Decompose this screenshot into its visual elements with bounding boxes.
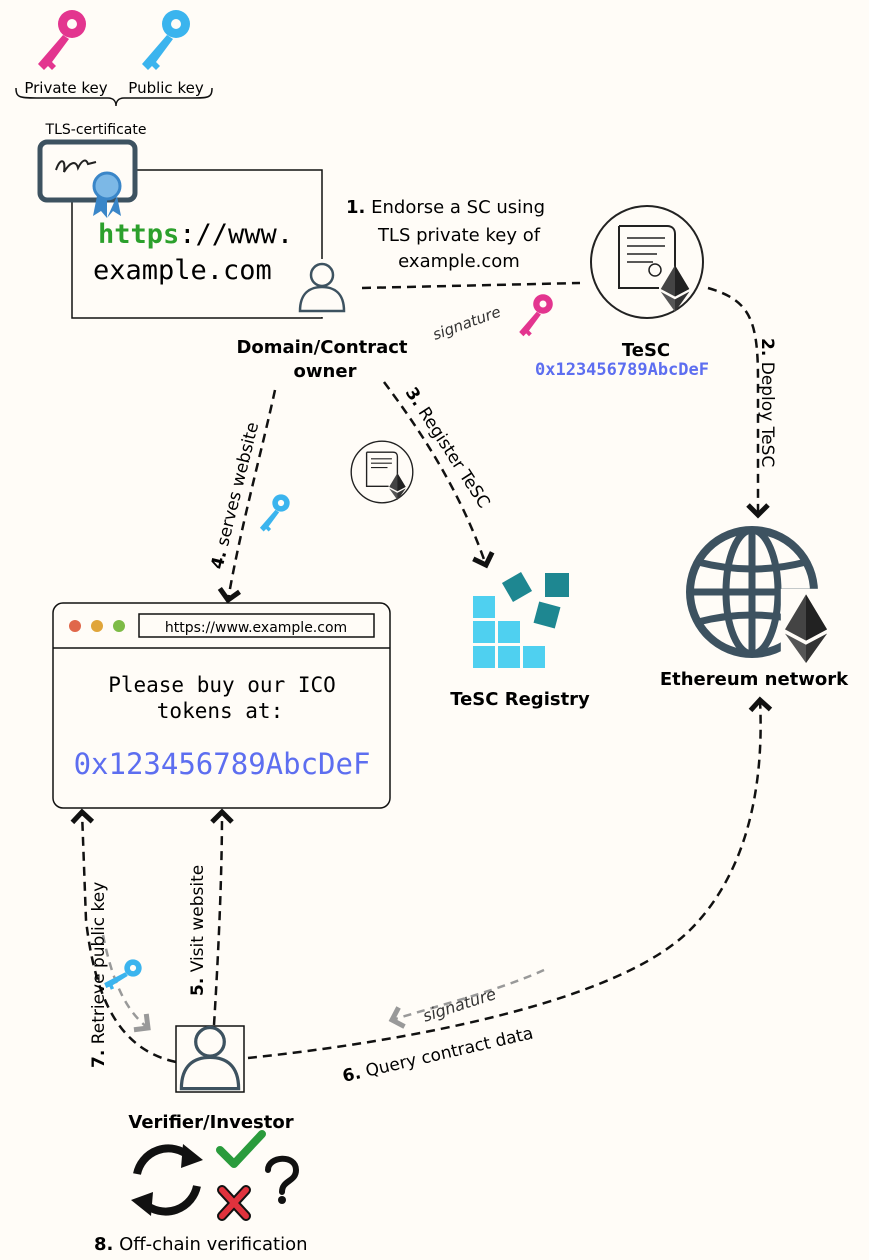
browser-line1: Please buy our ICO — [108, 673, 336, 697]
step7-arrow — [70, 808, 177, 1064]
step7-text: Retrieve public key — [89, 882, 109, 1045]
check-icon — [216, 1130, 266, 1168]
public-key-icon — [142, 10, 190, 70]
certificate-label: TLS-certificate — [45, 122, 147, 138]
url-scheme: https — [98, 219, 179, 250]
browser-maximize-dot — [113, 620, 125, 632]
step8-text: Off-chain verification — [119, 1234, 307, 1255]
step1-line1: 1. Endorse a SC using — [346, 197, 545, 218]
step2-number: 2. — [757, 338, 777, 356]
cross-icon — [217, 1185, 251, 1221]
step4-label: 4. serves website — [207, 420, 263, 571]
step5-number: 5. — [188, 978, 208, 996]
retrieve-public-key-icon — [102, 952, 145, 998]
step7-number: 7. — [89, 1050, 109, 1068]
step2-label: 2. Deploy TeSC — [757, 338, 777, 467]
small-contract-icon — [350, 440, 414, 504]
sync-icon — [131, 1144, 203, 1216]
browser-address: 0x123456789AbcDeF — [74, 747, 371, 781]
step2-text: Deploy TeSC — [757, 362, 777, 468]
step3-text: Register TeSC — [414, 404, 494, 512]
signature-return-arrow — [388, 968, 545, 1029]
public-key-label: Public key — [128, 79, 204, 97]
step7-label: 7. Retrieve public key — [89, 882, 109, 1068]
step1-connector — [361, 281, 581, 290]
certificate-icon — [37, 139, 138, 218]
step4-text: serves website — [213, 420, 263, 548]
contract-icon — [590, 205, 704, 319]
step1-text: Endorse a SC using — [371, 197, 545, 218]
step4-arrow — [217, 389, 277, 604]
step5-text: Visit website — [188, 865, 208, 973]
registry-icon — [473, 571, 569, 668]
owner-label-line1: Domain/Contract — [236, 337, 407, 358]
browser-url: https://www.example.com — [165, 620, 347, 636]
owner-label-line2: owner — [294, 361, 357, 382]
step1-number: 1. — [346, 197, 365, 218]
step8-number: 8. — [94, 1234, 113, 1255]
ethereum-label: Ethereum network — [660, 669, 849, 690]
browser-close-dot — [69, 620, 81, 632]
verifier-label: Verifier/Investor — [128, 1112, 293, 1133]
step8-label: 8. Off-chain verification — [94, 1234, 308, 1255]
step6-text: Query contract data — [364, 1024, 535, 1082]
brace — [15, 87, 213, 107]
url-rest: ://www. — [179, 219, 293, 250]
tesc-address: 0x123456789AbcDeF — [535, 360, 709, 380]
tesc-title: TeSC — [622, 340, 670, 361]
owner-private-key-icon — [519, 294, 553, 337]
browser-line2: tokens at: — [157, 699, 283, 723]
ethereum-icon — [780, 588, 832, 668]
step4-number: 4. — [207, 549, 231, 572]
step3-arrow — [382, 381, 495, 569]
browser-window — [52, 602, 391, 809]
private-key-label: Private key — [24, 79, 107, 97]
retrieve-key-arrow — [101, 934, 151, 1033]
registry-label: TeSC Registry — [450, 689, 590, 710]
browser-address-bar — [138, 613, 375, 638]
browser-minimize-dot — [91, 620, 103, 632]
verifier-user-icon — [175, 1025, 245, 1093]
serves-public-key-icon — [259, 494, 290, 532]
signature-owner: signature — [430, 303, 503, 344]
question-icon — [265, 1155, 300, 1204]
url-domain: example.com — [93, 255, 272, 286]
private-key-icon — [38, 10, 86, 70]
step6-number: 6. — [341, 1063, 363, 1087]
step6-label: 6. Query contract data — [341, 1024, 536, 1087]
owner-user-icon — [290, 259, 354, 317]
step3-label: 3. Register TeSC — [401, 384, 494, 512]
step3-number: 3. — [401, 384, 428, 410]
step5-label: 5. Visit website — [188, 865, 208, 996]
step5-arrow — [210, 808, 234, 1026]
step1-line2: TLS private key of — [377, 225, 541, 246]
certificate-url: https://www. — [98, 219, 293, 250]
step1-line3: example.com — [398, 251, 520, 272]
step2-arrow — [707, 286, 770, 519]
